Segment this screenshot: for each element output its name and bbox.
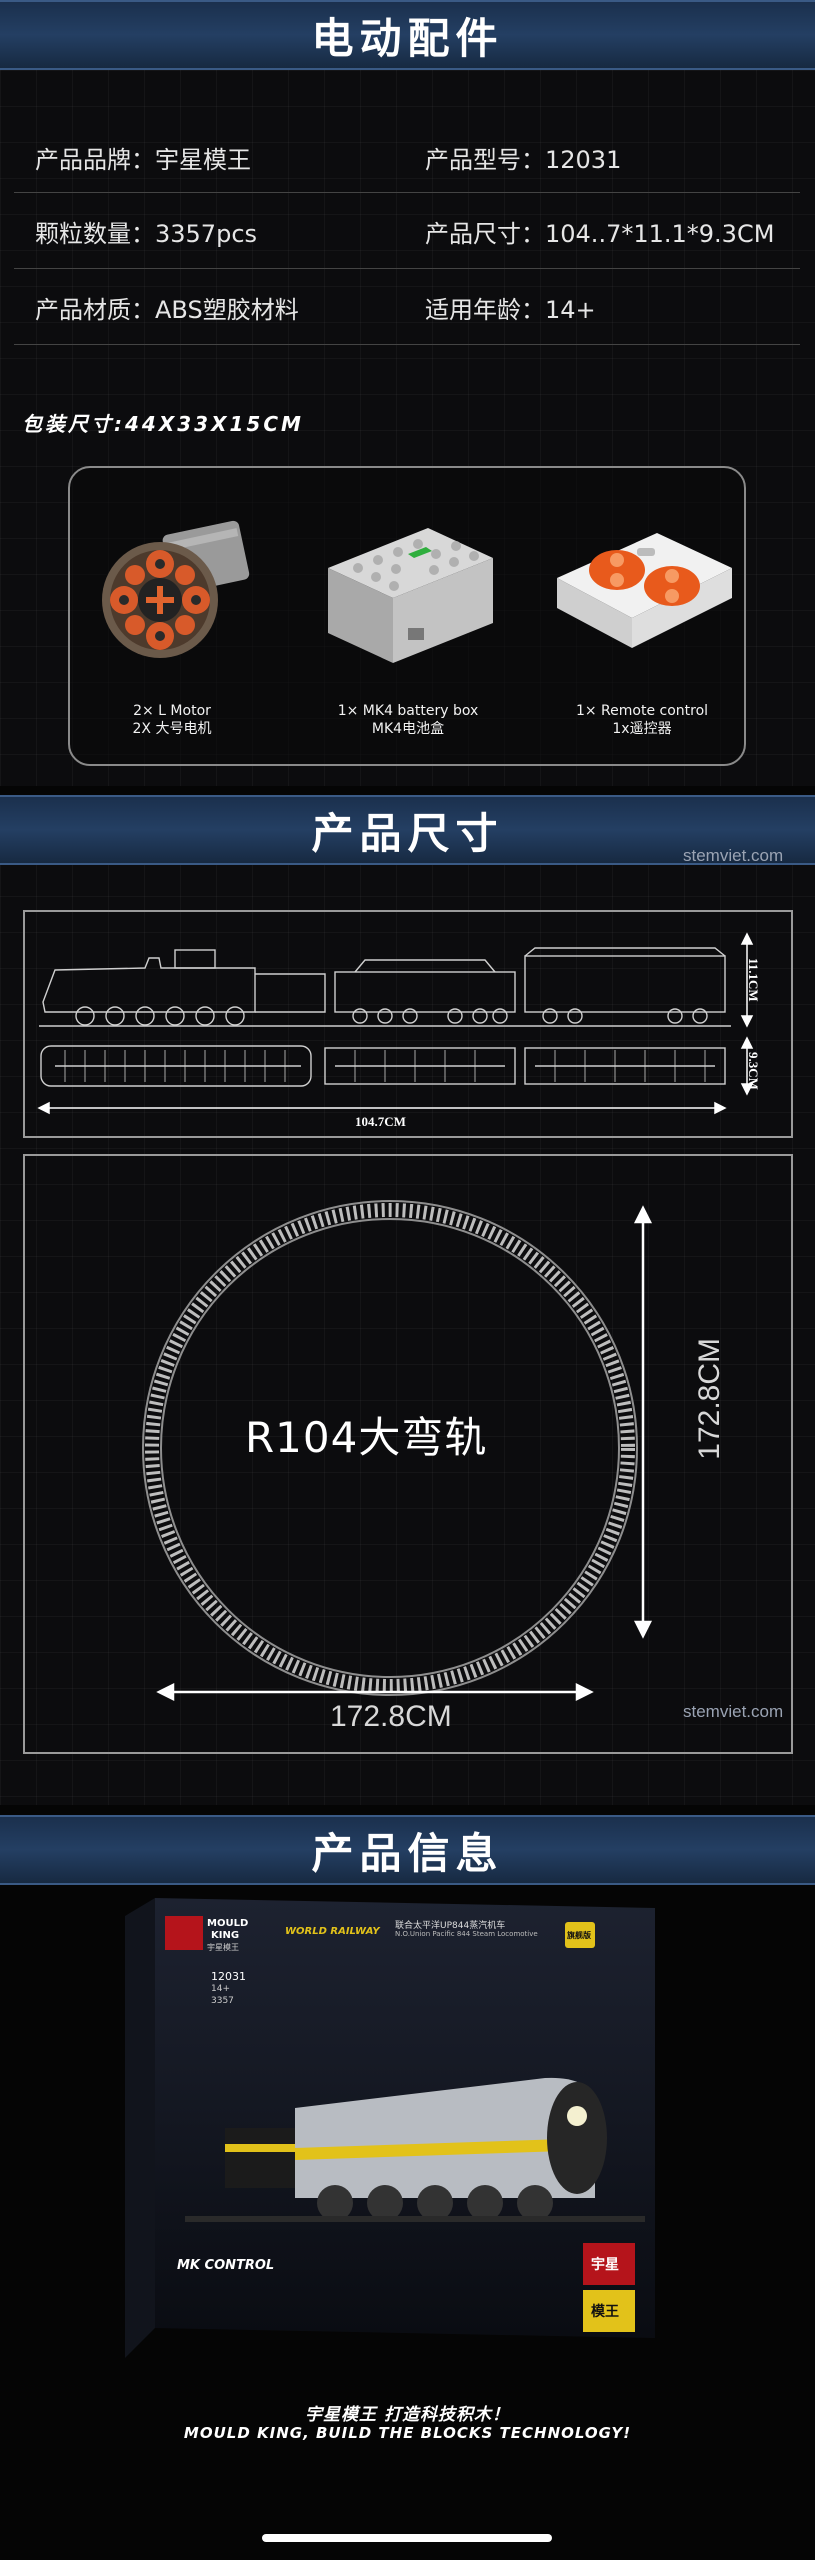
accessory-battery-box: 1× MK4 battery box MK4电池盒 <box>308 488 508 738</box>
track-frame: R104大弯轨 172.8CM 172.8CM <box>23 1154 793 1754</box>
spec-value: 14+ <box>545 296 596 324</box>
banner-size: 产品尺寸 <box>0 795 815 865</box>
divider <box>14 268 800 269</box>
box-mk-control: MK CONTROL <box>177 2258 275 2273</box>
spec-value: 12031 <box>545 146 622 174</box>
track-label: R104大弯轨 <box>245 1413 488 1462</box>
dimension-height: 11.1CM <box>746 958 761 1002</box>
box-illustration <box>125 1898 655 2358</box>
box-model: 12031 <box>211 1970 246 1983</box>
spec-age: 适用年龄14+ <box>425 290 596 325</box>
banner-info: 产品信息 <box>0 1815 815 1885</box>
spec-label: 产品材质 <box>35 296 155 324</box>
box-badge: 旗舰版 <box>567 1931 591 1940</box>
package-size: 包装尺寸:44X33X15CM <box>22 412 304 436</box>
divider <box>14 344 800 345</box>
remote-control-icon <box>557 533 732 648</box>
box-name-en: N.O.Union Pacific 844 Steam Locomotive <box>395 1930 538 1938</box>
box-side-cn-1: 宇星 <box>591 2257 619 2273</box>
track-diameter-vertical: 172.8CM <box>693 1338 726 1460</box>
spec-material: 产品材质ABS塑胶材料 <box>35 290 299 325</box>
accessory-caption-en: 2× L Motor <box>133 703 211 719</box>
dimension-length: 104.7CM <box>355 1114 406 1129</box>
accessory-caption-en: 1× Remote control <box>575 703 709 719</box>
dimension-width: 9.3CM <box>746 1052 761 1090</box>
track-diameter-horizontal: 172.8CM <box>330 1700 452 1733</box>
accessory-caption-en: 1× MK4 battery box <box>337 703 479 719</box>
banner-motor: 电动配件 <box>0 0 815 70</box>
spec-pieces: 颗粒数量3357pcs <box>35 214 257 249</box>
spec-value: 3357pcs <box>155 220 258 248</box>
home-indicator[interactable] <box>262 2534 552 2542</box>
track-circle-drawing <box>142 1200 653 1702</box>
accessory-motor: 2× L Motor 2X 大号电机 <box>72 488 272 738</box>
box-name-cn: 联合太平洋UP844蒸汽机车 <box>395 1921 506 1931</box>
product-box-image: MOULD KING 宇星模王 WORLD RAILWAY 联合太平洋UP844… <box>125 1898 655 2368</box>
spec-model: 产品型号12031 <box>425 140 621 175</box>
banner-title: 电动配件 <box>311 13 504 63</box>
train-dimension-frame: 104.7CM 11.1CM 9.3CM <box>23 910 793 1138</box>
spec-size: 产品尺寸104..7*11.1*9.3CM <box>425 214 774 249</box>
box-age: 14+ <box>211 1984 230 1994</box>
battery-box-icon <box>328 528 493 663</box>
box-side-cn-2: 模王 <box>591 2304 619 2320</box>
watermark: stemviet.com <box>683 1702 784 1721</box>
spec-label: 产品尺寸 <box>425 220 545 248</box>
watermark: stemviet.com <box>683 846 784 865</box>
divider <box>14 192 800 193</box>
box-brand-cn: 宇星模王 <box>207 1943 239 1952</box>
accessory-caption-cn: 2X 大号电机 <box>132 721 212 737</box>
accessories-card: 2× L Motor 2X 大号电机 1× MK4 battery box MK… <box>68 466 746 766</box>
motor-icon <box>102 520 250 658</box>
spec-label: 产品型号 <box>425 146 545 174</box>
spec-label: 适用年龄 <box>425 296 545 324</box>
banner-title: 产品尺寸 <box>311 808 504 858</box>
box-brand-top: MOULD <box>207 1918 249 1929</box>
spec-value: 104..7*11.1*9.3CM <box>545 220 775 248</box>
spec-value: ABS塑胶材料 <box>155 296 299 324</box>
spec-value: 宇星模王 <box>155 146 251 174</box>
spec-label: 颗粒数量 <box>35 220 155 248</box>
banner-title: 产品信息 <box>311 1828 504 1878</box>
slogan-cn: 宇星模王 打造科技积木！ <box>305 2405 510 2425</box>
box-series: WORLD RAILWAY <box>285 1926 380 1937</box>
spec-label: 产品品牌 <box>35 146 155 174</box>
spec-brand: 产品品牌宇星模王 <box>35 140 251 175</box>
box-brand-bottom: KING <box>211 1930 240 1941</box>
accessory-caption-cn: MK4电池盒 <box>371 721 445 737</box>
slogan-en: MOULD KING, BUILD THE BLOCKS TECHNOLOGY! <box>183 2424 632 2442</box>
train-side-drawing <box>37 932 754 1115</box>
accessory-remote: 1× Remote control 1x遥控器 <box>542 488 742 738</box>
box-pieces: 3357 <box>211 1996 234 2006</box>
accessory-caption-cn: 1x遥控器 <box>612 721 672 737</box>
